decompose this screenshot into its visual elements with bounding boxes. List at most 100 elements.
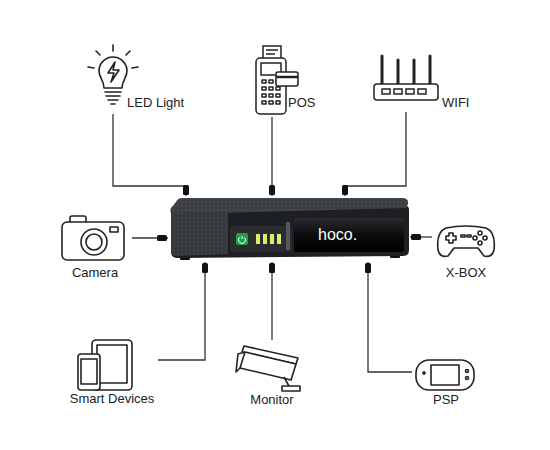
cable-line [113,114,186,196]
charge-leds [256,234,281,244]
pos-terminal-icon [266,53,275,55]
bulb-icon [105,91,121,93]
device-label: LED Light [127,95,184,110]
power-station-node: hoco. [168,196,410,262]
device-label: X-BOX [446,265,486,280]
tablet-phone-icon [78,340,132,390]
cctv-icon [282,386,300,391]
router-icon [394,89,402,94]
router-icon [413,60,416,84]
camera-icon [62,216,124,260]
cable-plug [269,263,275,273]
bulb-icon [108,99,118,101]
bulb-icon [126,51,130,55]
pos-terminal-icon [269,101,273,104]
pos-terminal-icon [262,101,266,104]
cable-line [271,262,272,340]
device-shell [170,198,408,214]
charge-leds [277,234,281,244]
pos-terminal-icon [276,72,298,86]
bulb-icon [99,57,127,88]
cable-plug [183,185,189,195]
pos-terminal-icon [262,87,266,90]
cable-line [368,262,412,372]
router-icon [374,84,438,100]
xbox-node: X-BOX [432,215,500,281]
panel-strip [286,222,290,250]
bulb-icon [111,103,115,105]
pos-terminal-icon [266,49,278,51]
router-icon [397,60,400,84]
gamepad-icon [467,235,471,237]
cable-plug [202,263,208,273]
gamepad-icon [461,235,465,237]
camera-icon [62,222,124,260]
cctv-icon [236,346,300,391]
handheld-console-icon [422,371,426,375]
cable-group [113,112,432,372]
camera-icon [86,234,102,250]
gamepad-icon [438,226,495,256]
device-label: WIFI [442,95,469,110]
camera-node: Camera [58,212,132,282]
pos-terminal-icon [262,80,266,83]
pos-terminal-icon [269,80,273,83]
pos-terminal-icon [262,94,266,97]
cable-line [271,117,272,196]
device-label: Monitor [250,392,293,407]
power-button [239,236,246,243]
cable-plug [342,185,348,195]
cable-line [345,112,406,196]
pos-terminal-icon [276,87,280,90]
bulb-icon [108,62,119,82]
power-button [236,233,248,245]
tablet-phone-icon [81,359,97,384]
tablet-phone-icon [78,354,100,390]
router-icon [382,89,390,94]
device-shell [294,218,404,252]
gamepad-icon [438,226,495,256]
device-shell [171,206,409,258]
device-shell [230,226,292,252]
brand-logo: hoco. [318,227,357,242]
camera-icon [110,227,118,232]
handheld-console-icon [416,360,474,390]
cable-line [158,262,205,360]
smart-devices-node: Smart Devices [66,335,158,407]
charge-leds [270,234,274,244]
led-light-node: LED Light [92,40,204,114]
cable-plug [157,235,167,241]
router-icon [429,56,432,84]
pos-node: POS [250,45,319,117]
cable-plug [411,234,421,240]
gamepad-icon [473,236,477,240]
pos-terminal-icon [269,87,273,90]
gamepad-icon [483,236,487,240]
cctv-icon [236,352,245,372]
device-label: PSP [433,392,459,407]
handheld-console-icon [466,370,469,373]
wifi-node: WIFI [372,50,478,112]
pos-terminal-icon [276,101,280,104]
device-shell [170,198,409,258]
bulb-icon [88,67,94,68]
handheld-console-icon [466,377,469,380]
device-shell [171,213,228,256]
bulb-icon [96,51,100,55]
gamepad-icon [446,233,456,243]
pos-terminal-icon [269,94,273,97]
pos-terminal-icon [276,76,298,79]
charge-leds [263,234,267,244]
router-icon [418,89,426,94]
camera-icon [81,229,107,255]
handheld-console-icon [431,365,459,385]
bulb-icon [132,67,138,68]
power-button [236,233,248,245]
cable-plug [269,185,275,195]
device-label: Smart Devices [70,391,155,406]
pos-terminal-icon [276,94,280,97]
router-icon [381,56,384,84]
power-station-body [168,196,410,262]
